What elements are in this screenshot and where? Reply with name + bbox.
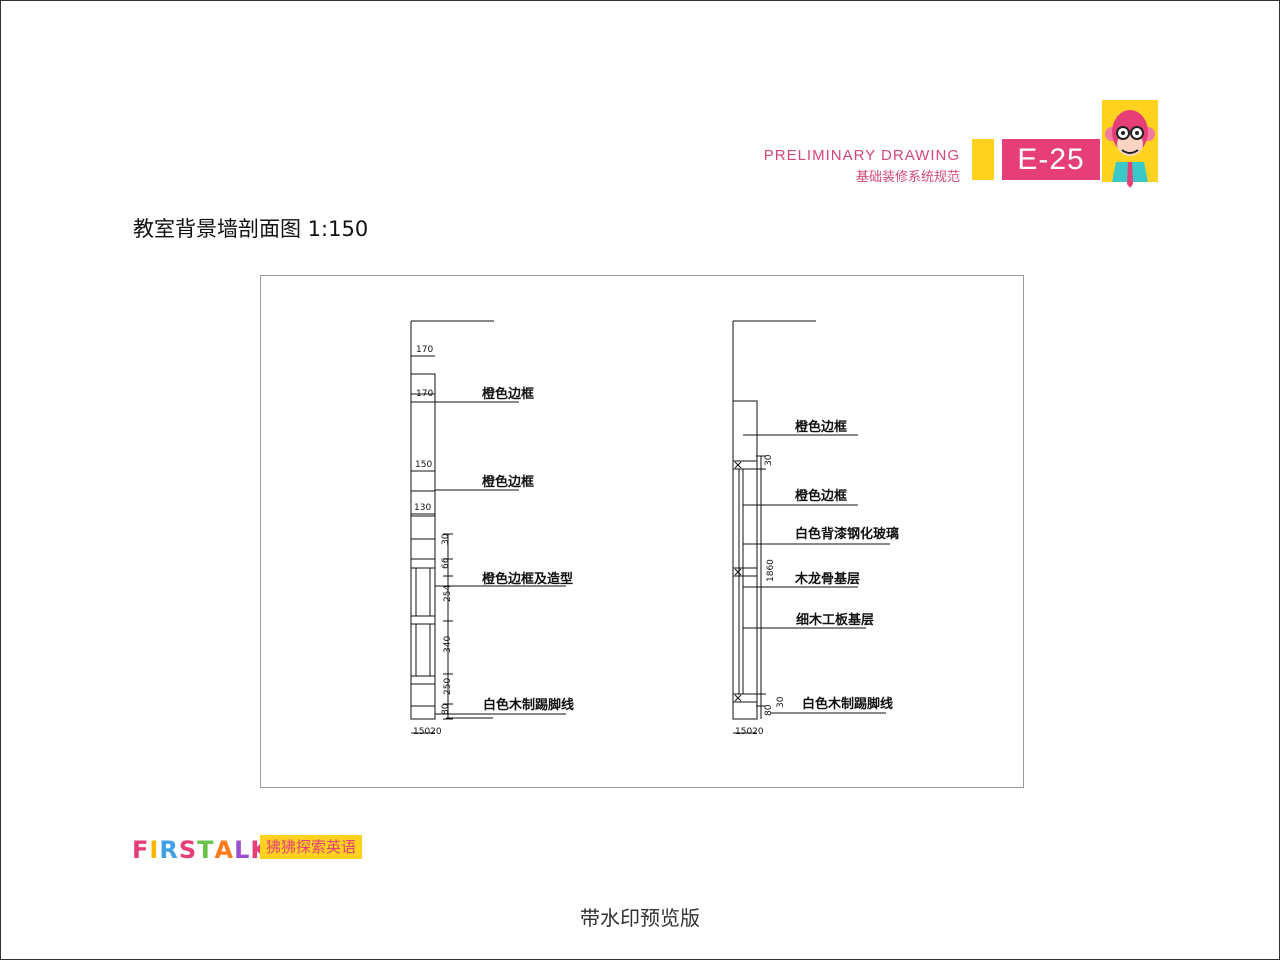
dim-right-1860: 1860: [766, 559, 776, 582]
left-callout-2: 橙色边框: [482, 474, 534, 490]
section-drawings: 170 170 150 130 30 66 254 340 250 80 150…: [410, 320, 899, 737]
drawing-title: 教室背景墙剖面图 1:150: [133, 217, 369, 241]
dim-left-170: 170: [416, 389, 433, 399]
dim-left-150: 150: [415, 460, 432, 470]
dim-right-30: 30: [764, 454, 774, 466]
preview-watermark: 带水印预览版: [580, 906, 700, 930]
drawing-frame: 170 170 150 130 30 66 254 340 250 80 150…: [260, 275, 1024, 788]
dim-left-66: 66: [441, 557, 451, 569]
dim-left-bottom: 15020: [413, 727, 442, 737]
right-callout-5: 细木工板基层: [796, 612, 874, 628]
right-callout-6: 白色木制踢脚线: [802, 696, 893, 712]
dim-left-80: 80: [441, 703, 451, 715]
dim-left-30: 30: [441, 533, 451, 545]
monkey-mascot-icon: [1102, 100, 1158, 188]
firstalk-logo: FIRSTALK: [132, 836, 270, 864]
logo-letter: S: [178, 836, 198, 864]
right-callout-1: 橙色边框: [795, 419, 847, 435]
dim-right-bottom: 15020: [735, 727, 764, 737]
header-yellow-bar: [972, 139, 994, 180]
left-callout-1: 橙色边框: [482, 386, 534, 402]
brand-name-cn: 狒狒探索英语: [260, 835, 363, 859]
dim-left-170-top: 170: [416, 345, 433, 355]
dim-left-254: 254: [443, 585, 453, 602]
logo-letter: I: [149, 836, 160, 864]
right-callout-4: 木龙骨基层: [794, 571, 860, 587]
dim-left-130: 130: [414, 503, 431, 513]
dim-left-250: 250: [443, 678, 453, 695]
left-callout-4: 白色木制踢脚线: [483, 697, 574, 713]
logo-letter: F: [132, 836, 150, 864]
dim-right-80: 80: [764, 704, 774, 716]
left-callout-3: 橙色边框及造型: [482, 571, 573, 587]
dim-left-340: 340: [443, 636, 453, 653]
sheet-code: E-25: [1002, 139, 1100, 180]
right-callout-2: 橙色边框: [795, 488, 847, 504]
logo-letter: R: [159, 836, 179, 864]
logo-letter: T: [197, 836, 215, 864]
right-callout-3: 白色背漆钢化玻璃: [795, 526, 899, 542]
logo-letter: A: [214, 836, 235, 864]
logo-letter: L: [234, 836, 251, 864]
dim-right-30b: 30: [776, 696, 786, 708]
header-subtitle-cn: 基础装修系统规范: [855, 170, 960, 185]
header-subtitle-en: PRELIMINARY DRAWING: [763, 147, 960, 164]
